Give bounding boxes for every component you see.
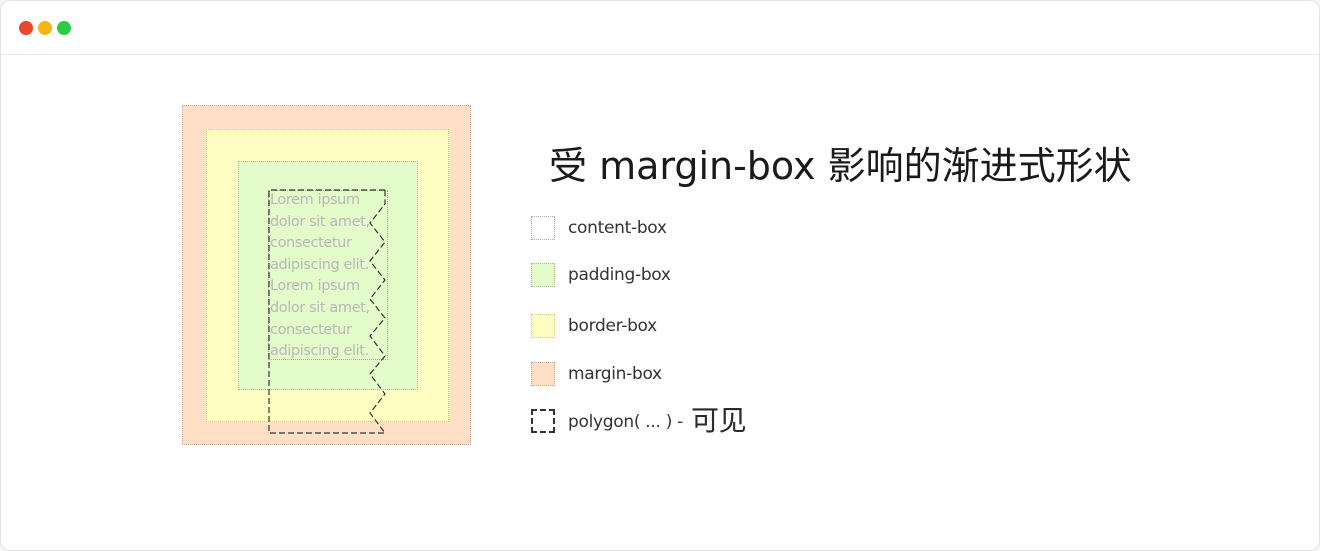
- lorem-line: Lorem ipsum: [270, 192, 360, 208]
- lorem-line: dolor sit amet,: [270, 213, 370, 230]
- legend-polygon-suffix: 可见: [690, 404, 747, 437]
- legend-swatch-content-box: [531, 216, 555, 240]
- legend-polygon-text: polygon( ... ) -: [568, 412, 683, 432]
- legend-swatch-margin-box: [531, 362, 555, 386]
- close-window-button[interactable]: [19, 21, 33, 35]
- lorem-line: dolor sit amet,: [270, 299, 370, 316]
- legend-swatch-polygon: [531, 409, 555, 433]
- maximize-window-button[interactable]: [57, 21, 71, 35]
- legend-label: padding-box: [568, 265, 671, 285]
- legend-label: border-box: [568, 316, 657, 336]
- lorem-line: adipiscing elit.: [270, 256, 369, 273]
- lorem-line: adipiscing elit.: [270, 343, 369, 360]
- page-title: 受 margin-box 影响的渐进式形状: [549, 144, 1132, 188]
- legend-label: polygon( ... ) - 可见: [568, 407, 747, 435]
- legend-label: content-box: [568, 218, 667, 238]
- lorem-line: consectetur: [270, 321, 352, 338]
- lorem-line: consectetur: [270, 235, 352, 252]
- lorem-line: Lorem ipsum: [270, 278, 360, 295]
- legend-label: margin-box: [568, 364, 662, 384]
- minimize-window-button[interactable]: [38, 21, 52, 35]
- lorem-text: Lorem ipsum dolor sit amet, consectetur …: [270, 190, 388, 363]
- legend-swatch-border-box: [531, 314, 555, 338]
- title-bar: [1, 1, 1319, 55]
- legend-swatch-padding-box: [531, 263, 555, 287]
